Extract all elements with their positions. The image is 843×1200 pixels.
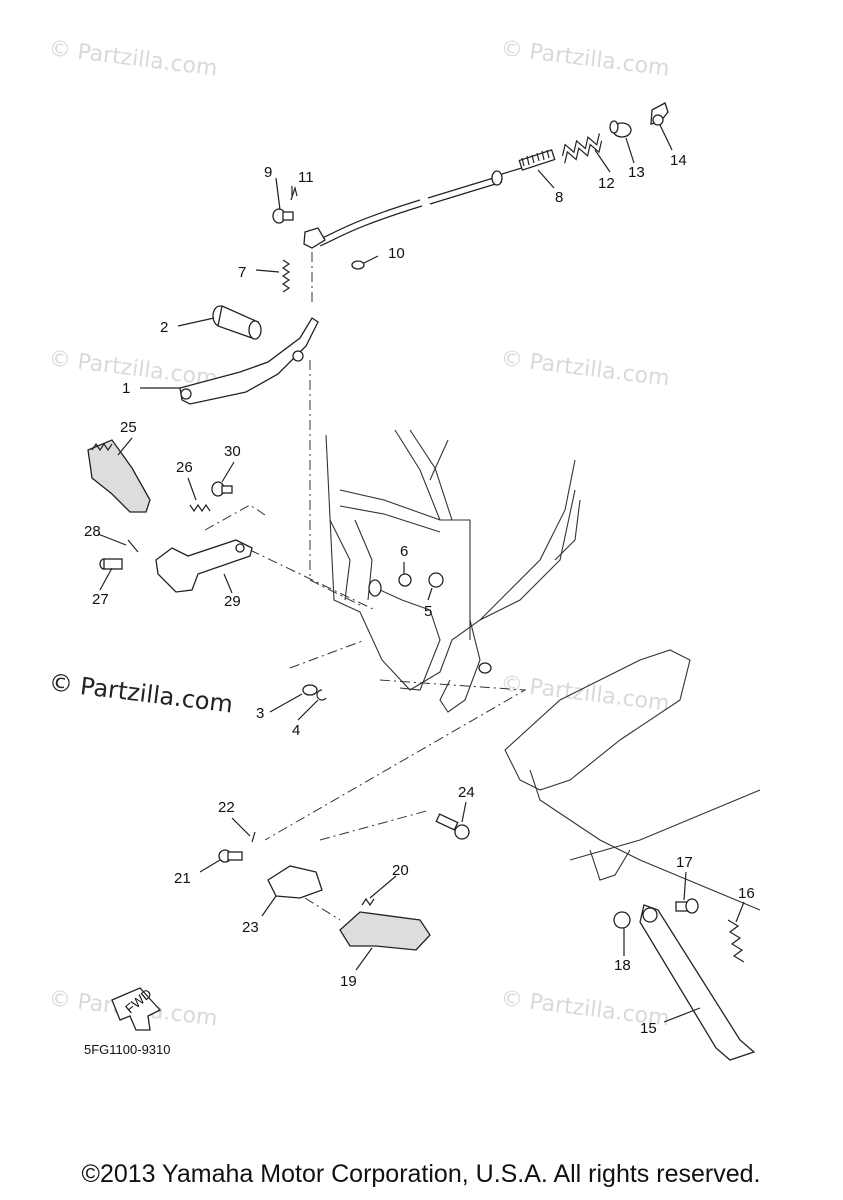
joint-clevis [303,227,326,249]
callout-18: 18 [614,957,631,974]
pedal-shaft-2 [212,305,262,340]
right-footrest-assembly [218,813,470,951]
pin-9 [272,208,294,224]
callout-14: 14 [670,152,687,169]
spring-26 [189,503,211,513]
callout-19: 19 [340,973,357,990]
watermarks: © Partzilla.com © Partzilla.com © Partzi… [47,36,671,1032]
assembly-dash-lines [204,360,527,921]
watermark-top-left: © Partzilla.com [47,36,219,82]
callout-16: 16 [738,885,755,902]
washer-10 [351,260,365,270]
callout-7: 7 [238,264,246,281]
brake-pedal-assembly [179,305,319,405]
callout-30: 30 [224,443,241,460]
callout-24: 24 [458,784,475,801]
rod-thread-8 [518,149,556,171]
callout-20: 20 [392,862,409,879]
bolt-30 [211,481,233,497]
spring-7 [281,259,291,293]
copyright-notice: ©2013 Yamaha Motor Corporation, U.S.A. A… [82,1160,761,1188]
watermark-dark-left: © Partzilla.com [47,668,234,718]
callout-12: 12 [598,175,615,192]
callout-26: 26 [176,459,193,476]
footrest-25 [87,439,151,513]
callout-27: 27 [92,591,109,608]
clip-4 [316,689,327,701]
side-stand-15 [639,904,756,1061]
callout-25: 25 [120,419,137,436]
footrest-bracket-23 [267,865,323,899]
callout-15: 15 [640,1020,657,1037]
bolt-5 [428,572,444,588]
pin-21 [218,849,243,863]
callout-28: 28 [84,523,101,540]
nut-6 [398,573,412,587]
callout-1: 1 [122,380,130,397]
callout-5: 5 [424,603,432,620]
diagram-code: 5FG1100-9310 [84,1042,171,1057]
callout-23: 23 [242,919,259,936]
callout-6: 6 [400,543,408,560]
brake-rod-assembly [272,102,669,305]
watermark-top-right: © Partzilla.com [499,36,671,82]
callout-11: 11 [298,169,314,186]
callout-17: 17 [676,854,693,871]
side-stand-assembly [613,898,756,1061]
cotter-22 [251,831,256,843]
footrest-bracket-29 [155,539,253,593]
callout-2: 2 [160,319,168,336]
watermark-lower-right: © Partzilla.com [499,671,671,717]
callout-21: 21 [174,870,191,887]
bolt-18 [613,911,631,929]
spring-20 [361,897,375,907]
callout-3: 3 [256,705,264,722]
callout-4: 4 [292,722,300,739]
callout-10: 10 [388,245,405,262]
callout-9: 9 [264,164,272,181]
callout-22: 22 [218,799,235,816]
spring-12 [561,133,603,164]
callout-29: 29 [224,593,241,610]
frame-outline [325,429,761,911]
spring-16 [727,919,745,963]
pin-27 [99,558,123,570]
watermark-mid-right: © Partzilla.com [499,346,671,392]
cotter-28 [127,539,139,553]
wing-nut-14 [650,102,669,126]
joint-13 [609,120,632,138]
rod-collar [491,170,503,186]
brake-pedal-1 [179,317,319,405]
bolt-17 [675,898,699,914]
left-footrest-assembly [87,439,253,593]
washer-3 [302,684,318,696]
callout-8: 8 [555,189,563,206]
callout-numbers: 1 2 3 4 5 6 7 8 9 10 11 12 13 14 15 16 1… [84,152,755,1037]
bolt-24 [435,813,470,840]
brake-rod [317,199,421,241]
callout-leaders [97,124,745,1023]
callout-13: 13 [628,164,645,181]
footrest-19 [339,911,431,951]
